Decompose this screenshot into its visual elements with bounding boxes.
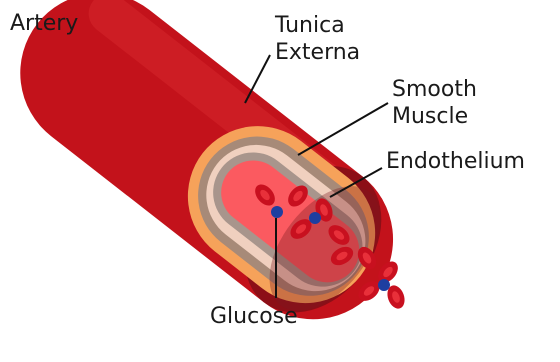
artery-label: Artery <box>10 11 78 36</box>
tunica-externa-label-line1: Tunica <box>274 13 345 38</box>
glucose-molecule <box>378 279 390 291</box>
smooth-muscle-label-line2: Muscle <box>392 104 468 129</box>
glucose-molecule <box>309 212 321 224</box>
endothelium-label: Endothelium <box>386 149 525 174</box>
smooth-muscle-label-line1: Smooth <box>392 77 477 102</box>
tunica-externa-label-line2: Externa <box>275 40 360 65</box>
glucose-label: Glucose <box>210 304 298 329</box>
smooth-muscle-leader <box>298 103 388 155</box>
glucose-molecule <box>271 206 283 218</box>
